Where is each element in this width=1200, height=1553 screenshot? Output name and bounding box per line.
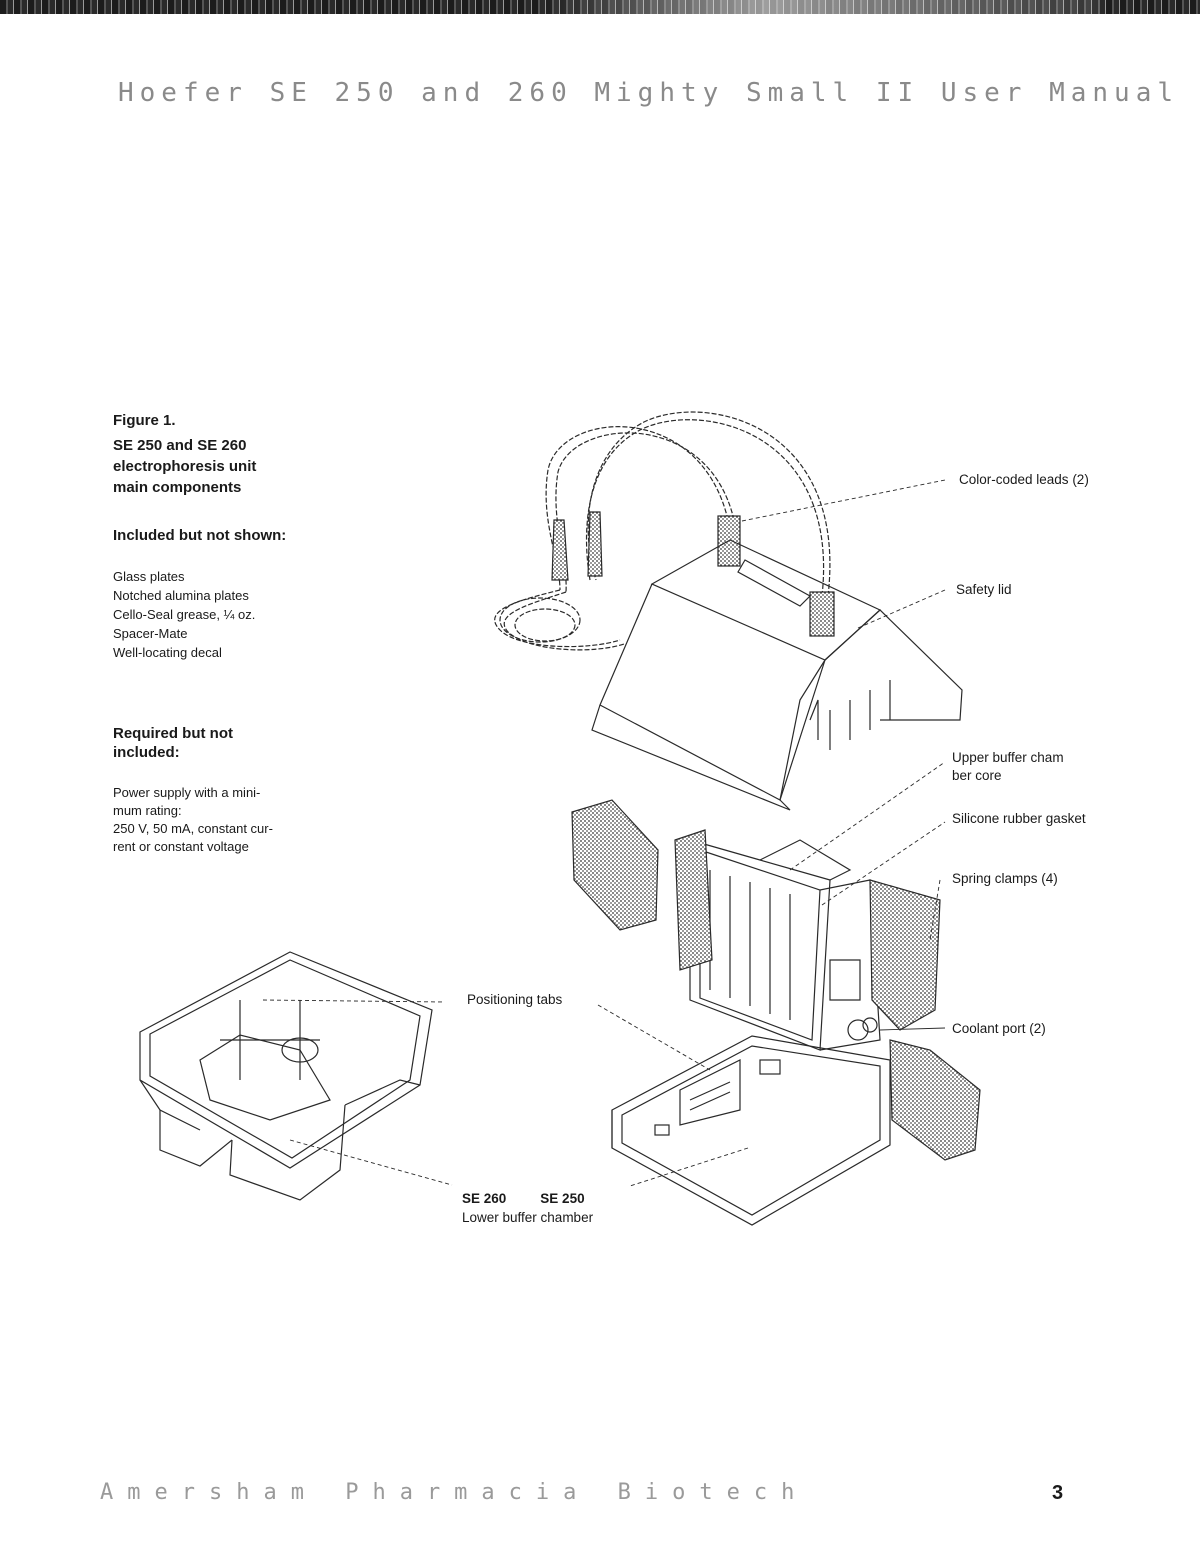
running-header: Hoefer SE 250 and 260 Mighty Small II Us… <box>118 78 1180 108</box>
required-heading-line-2: included: <box>113 744 180 761</box>
list-item: rent or constant voltage <box>113 839 249 854</box>
figure-title-line-2: electrophoresis unit <box>113 458 257 475</box>
list-item: Notched alumina plates <box>113 588 249 603</box>
required-heading-line-1: Required but not <box>113 725 233 742</box>
callout-core-line-2: ber core <box>952 768 1002 783</box>
callout-coolant: Coolant port (2) <box>952 1021 1046 1036</box>
coolant-leader-line <box>879 1027 946 1031</box>
callout-lower-chamber: Lower buffer chamber <box>462 1210 594 1225</box>
included-list: Glass plates Notched alumina plates Cell… <box>113 567 343 662</box>
required-list: Power supply with a mini- mum rating: 25… <box>113 784 343 856</box>
list-item: Glass plates <box>113 569 185 584</box>
list-item: Spacer-Mate <box>113 626 188 641</box>
callout-safety-lid: Safety lid <box>956 582 1012 597</box>
callout-positioning-tabs: Positioning tabs <box>467 992 563 1007</box>
list-item: mum rating: <box>113 803 182 818</box>
color-coded-leads <box>494 411 831 651</box>
callout-leads: Color-coded leads (2) <box>959 472 1089 487</box>
safety-lid <box>591 539 963 811</box>
list-item: Power supply with a mini- <box>113 785 261 800</box>
callout-se250: SE 250 <box>540 1191 585 1206</box>
figure-title-line-1: SE 250 and SE 260 <box>113 437 247 454</box>
upper-buffer-chamber-core <box>689 839 881 1051</box>
spring-clamps <box>571 799 981 1161</box>
callout-clamps: Spring clamps (4) <box>952 871 1058 886</box>
figure-title-line-3: main components <box>113 479 242 496</box>
footer-company: Amersham Pharmacia Biotech <box>100 1480 809 1505</box>
lead-plugs <box>551 511 835 637</box>
list-item: 250 V, 50 mA, constant cur- <box>113 821 273 836</box>
callout-models: SE 260 SE 250 <box>462 1189 585 1208</box>
lower-buffer-chamber-se250 <box>611 1035 891 1226</box>
callout-se260: SE 260 <box>462 1191 507 1206</box>
callout-gasket: Silicone rubber gasket <box>952 811 1086 826</box>
list-item: Cello-Seal grease, ¼ oz. <box>113 607 256 622</box>
callout-core-line-1: Upper buffer cham <box>952 750 1064 765</box>
scan-artifact-fade <box>540 0 1100 14</box>
list-item: Well-locating decal <box>113 645 222 660</box>
leader-lines <box>262 479 946 1187</box>
lower-buffer-chamber-se260 <box>139 951 433 1201</box>
page-number: 3 <box>1052 1482 1064 1504</box>
included-heading: Included but not shown: <box>113 527 287 544</box>
figure-label: Figure 1. <box>113 412 176 429</box>
figure-sidebar: Figure 1. SE 250 and SE 260 electrophore… <box>113 412 343 856</box>
